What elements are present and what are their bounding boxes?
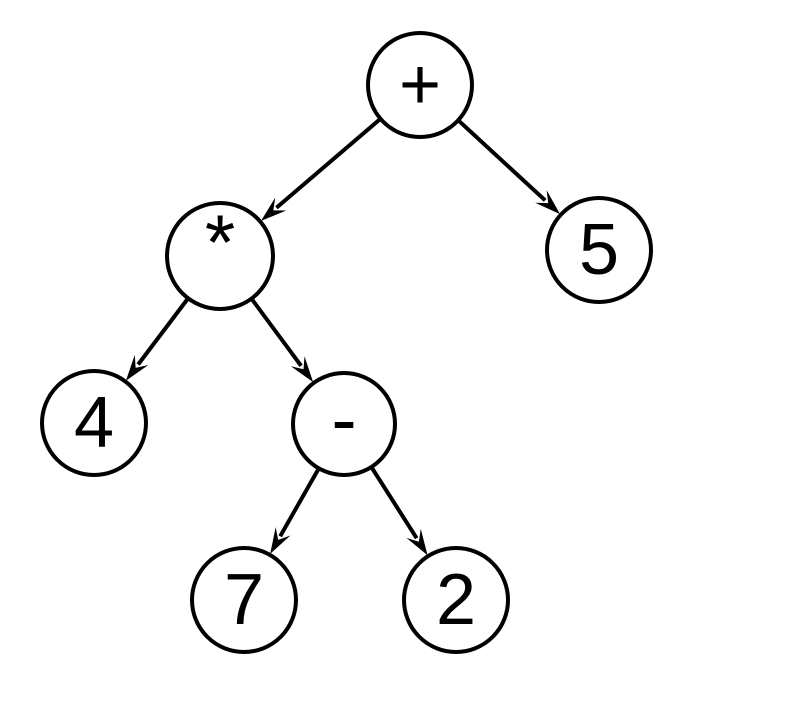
edge-sub-two-arrowhead-icon: [406, 528, 428, 556]
node-circle-seven[interactable]: [190, 546, 298, 654]
node-label-root: +: [399, 45, 441, 125]
tree-node-four[interactable]: 4: [40, 369, 148, 477]
node-circle-four[interactable]: [40, 369, 148, 477]
edge-sub-seven: [270, 468, 321, 554]
node-circle-mul[interactable]: [165, 201, 275, 311]
tree-node-mul[interactable]: *: [165, 198, 275, 311]
node-label-seven: 7: [224, 560, 264, 640]
node-label-four: 4: [74, 383, 114, 463]
edge-mul-sub-line: [250, 298, 303, 368]
nodes-layer: + * 5 4 - 7 2: [40, 31, 653, 654]
edge-sub-two: [370, 466, 428, 556]
edge-mul-four-line: [136, 297, 190, 366]
node-circle-sub[interactable]: [291, 371, 397, 477]
tree-node-root[interactable]: +: [366, 31, 474, 139]
edge-root-five-line: [457, 119, 547, 202]
tree-node-five[interactable]: 5: [545, 196, 653, 304]
node-circle-root[interactable]: [366, 31, 474, 139]
edge-root-mul-arrowhead-icon: [261, 197, 287, 221]
node-label-mul: *: [205, 198, 235, 286]
tree-node-sub[interactable]: -: [291, 371, 397, 477]
edge-mul-four: [125, 297, 190, 381]
node-circle-two[interactable]: [402, 546, 510, 654]
edge-sub-seven-arrowhead-icon: [270, 527, 291, 554]
edge-root-five: [457, 119, 561, 215]
edge-root-mul: [261, 117, 382, 221]
edge-mul-sub-arrowhead-icon: [290, 356, 314, 383]
edge-root-five-arrowhead-icon: [535, 190, 561, 215]
edge-sub-two-line: [370, 466, 419, 540]
node-circle-five[interactable]: [545, 196, 653, 304]
tree-node-seven[interactable]: 7: [190, 546, 298, 654]
node-label-two: 2: [436, 560, 476, 640]
edge-root-mul-line: [275, 117, 382, 210]
edge-mul-sub: [250, 298, 314, 383]
edges-layer: [125, 117, 561, 556]
node-label-five: 5: [579, 210, 619, 290]
node-label-sub: -: [331, 378, 356, 463]
tree-node-two[interactable]: 2: [402, 546, 510, 654]
edge-mul-four-arrowhead-icon: [125, 354, 149, 381]
edge-sub-seven-line: [278, 468, 321, 538]
